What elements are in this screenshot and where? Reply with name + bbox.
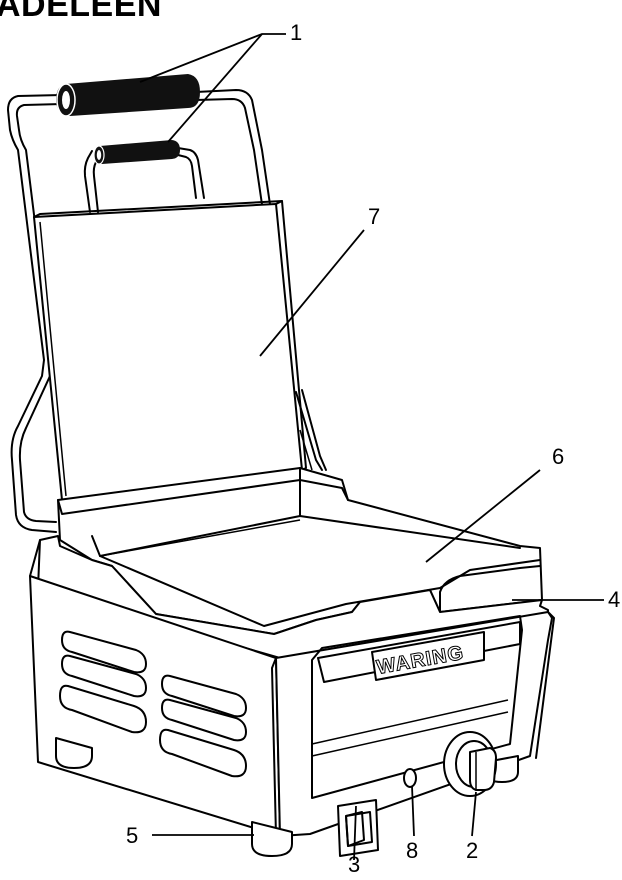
leader-lines [139, 33, 604, 861]
upper-grill-plate [33, 200, 327, 501]
callout-6: 6 [552, 444, 564, 469]
thermostat-knob [443, 731, 497, 797]
callout-3: 3 [348, 852, 360, 875]
lower-grill-plate [57, 467, 543, 635]
callout-2: 2 [466, 838, 478, 863]
callout-7: 7 [368, 204, 380, 229]
power-switch [337, 799, 379, 857]
indicator-light [403, 768, 417, 788]
callout-4: 4 [608, 587, 620, 612]
callout-1: 1 [290, 20, 302, 45]
upper-handle-grip [56, 74, 200, 117]
outer-handle-frame [7, 89, 273, 533]
callout-5: 5 [126, 823, 138, 848]
callout-8: 8 [406, 838, 418, 863]
vent-slots [59, 630, 247, 778]
diagram-title: ADELEEN [0, 0, 162, 24]
lower-handle-grip [93, 140, 180, 165]
